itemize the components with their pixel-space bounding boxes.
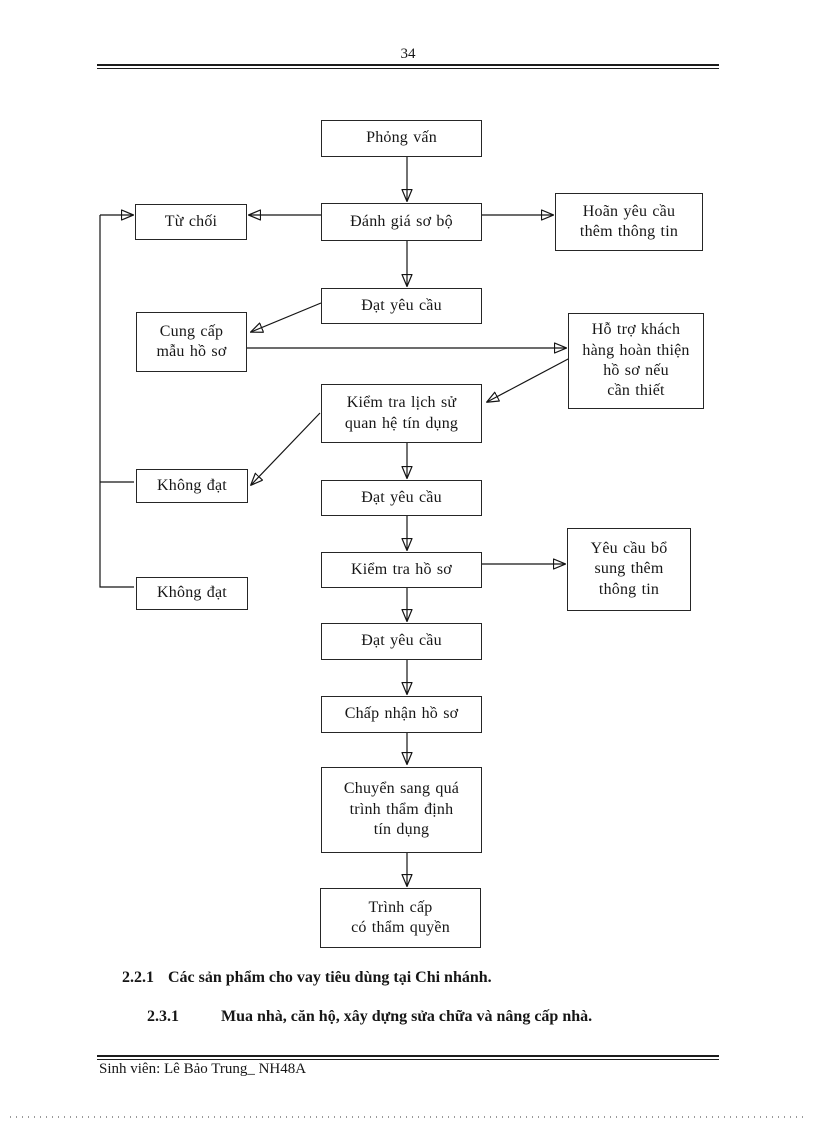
flow-node-trinh-cap-tham-quyen: Trình cấp có thẩm quyền: [320, 888, 481, 948]
flow-node-chap-nhan-ho-so: Chấp nhận hồ sơ: [321, 696, 482, 733]
section-number: 2.3.1: [147, 1008, 179, 1025]
flow-node-yeu-cau-bo-sung: Yêu cầu bổ sung thêm thông tin: [567, 528, 691, 611]
page-number: 34: [400, 46, 416, 62]
flow-node-khong-dat-1: Không đạt: [136, 469, 248, 503]
section-heading-2-2-1: 2.2.1 Các sản phẩm cho vay tiêu dùng tại …: [122, 969, 492, 987]
flow-node-dat-yeu-cau-2: Đạt yêu cầu: [321, 480, 482, 516]
flow-node-kiem-tra-lich-su: Kiểm tra lịch sử quan hệ tín dụng: [321, 384, 482, 443]
flow-node-kiem-tra-ho-so: Kiểm tra hồ sơ: [321, 552, 482, 588]
flow-node-phong-van: Phỏng vấn: [321, 120, 482, 157]
section-title: Các sản phẩm cho vay tiêu dùng tại Chi n…: [168, 969, 492, 986]
flow-node-khong-dat-2: Không đạt: [136, 577, 248, 610]
section-title: Mua nhà, căn hộ, xây dựng sửa chữa và nâ…: [221, 1008, 593, 1025]
footer-rule: [97, 1055, 719, 1060]
edge-datyeucau1-cungcap: [251, 302, 322, 332]
flow-node-dat-yeu-cau-3: Đạt yêu cầu: [321, 623, 482, 660]
flow-node-chuyen-sang-tham-dinh: Chuyển sang quá trình thẩm định tín dụng: [321, 767, 482, 853]
flow-node-dat-yeu-cau-1: Đạt yêu cầu: [321, 288, 482, 324]
section-number: 2.2.1: [122, 969, 154, 986]
header-rule: [97, 64, 719, 69]
flow-node-ho-tro-khach-hang: Hỗ trợ khách hàng hoàn thiện hồ sơ nếu c…: [568, 313, 704, 409]
footer-author: Sinh viên: Lê Bảo Trung_ NH48A: [99, 1061, 307, 1077]
flow-node-danh-gia-so-bo: Đánh giá sơ bộ: [321, 203, 482, 241]
bottom-dotted-margin: [10, 1116, 806, 1118]
flow-node-hoan-yeu-cau: Hoãn yêu cầu thêm thông tin: [555, 193, 703, 251]
left-return-line: [99, 215, 134, 588]
flow-node-tu-choi: Từ chối: [135, 204, 247, 240]
flow-node-cung-cap-mau-ho-so: Cung cấp mẫu hồ sơ: [136, 312, 247, 372]
edge-hotro-kiemlichsu: [487, 357, 571, 402]
edge-kiemlichsu-khongdat1: [251, 412, 321, 485]
section-heading-2-3-1: 2.3.1 Mua nhà, căn hộ, xây dựng sửa chữa …: [147, 1008, 592, 1026]
